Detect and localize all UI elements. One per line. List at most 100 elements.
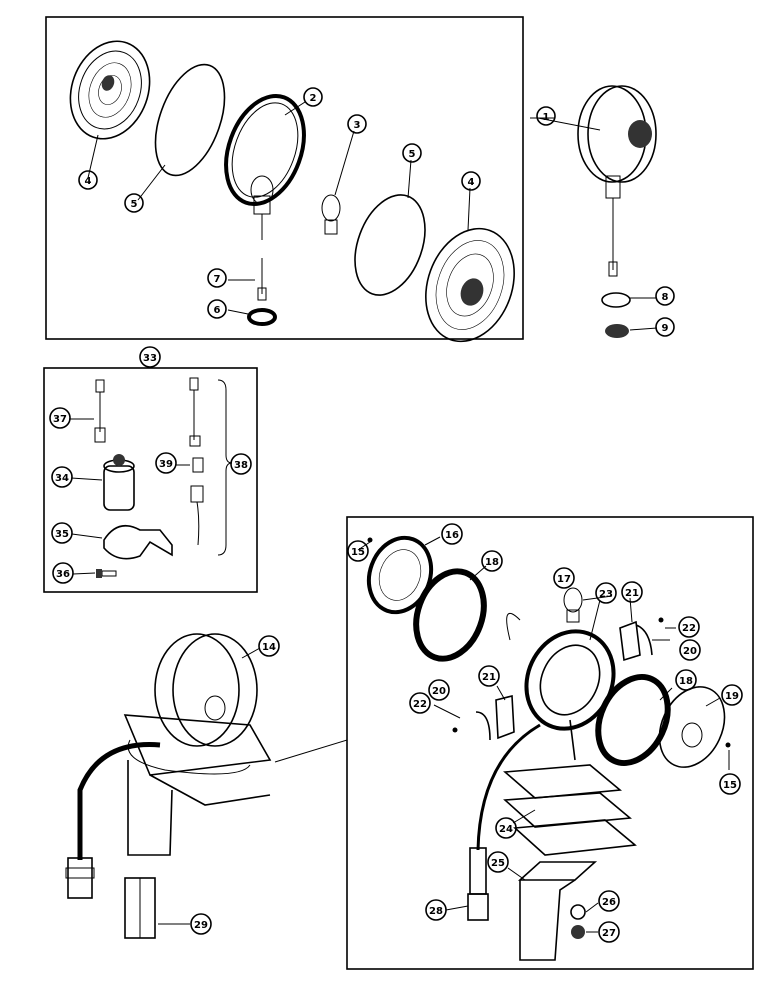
callout-38: 38 <box>230 453 252 475</box>
top-assembly-panel <box>45 16 524 343</box>
top-assembly-frame <box>45 16 524 340</box>
lamp-housing <box>224 93 306 240</box>
callout-20-left: 20 <box>428 679 450 701</box>
gasket-left <box>154 63 226 177</box>
washer <box>570 904 586 920</box>
exploded-lamp-panel <box>346 516 754 970</box>
lamp-body <box>506 612 616 761</box>
front-gasket <box>595 674 671 766</box>
callout-8: 8 <box>655 286 675 306</box>
front-lens <box>658 686 726 768</box>
svg-text:8: 8 <box>662 292 669 303</box>
callout-21-right: 21 <box>621 581 643 603</box>
suppressor-lead <box>189 377 204 546</box>
gasket-right <box>354 194 426 296</box>
svg-text:4: 4 <box>85 176 92 187</box>
svg-text:26: 26 <box>602 897 616 908</box>
callout-20-right: 20 <box>679 639 701 661</box>
svg-text:18: 18 <box>485 557 499 568</box>
clip-upper <box>619 620 653 662</box>
wiring-kit-frame <box>43 367 258 593</box>
callout-27: 27 <box>598 921 620 943</box>
callout-23: 23 <box>595 582 617 604</box>
lens-right <box>425 227 515 343</box>
condenser <box>103 454 135 511</box>
mounting-clamp <box>103 524 173 560</box>
callout-4-left: 4 <box>78 170 98 190</box>
svg-text:16: 16 <box>445 530 459 541</box>
group-bracket <box>217 379 233 556</box>
svg-text:5: 5 <box>409 149 416 160</box>
lead-wire <box>467 723 541 921</box>
wiring-kit-panel <box>43 367 258 593</box>
svg-text:5: 5 <box>131 199 138 210</box>
clip-lower <box>475 694 515 741</box>
callout-9: 9 <box>655 317 675 337</box>
svg-text:15: 15 <box>723 780 737 791</box>
callout-21-left: 21 <box>478 665 500 687</box>
mounted-lamp-illustration <box>65 633 272 939</box>
svg-text:15: 15 <box>351 547 365 558</box>
svg-text:20: 20 <box>683 646 697 657</box>
callout-18-top: 18 <box>481 550 503 572</box>
svg-text:27: 27 <box>602 928 616 939</box>
callout-4-right: 4 <box>461 171 481 191</box>
screw <box>96 569 117 578</box>
callout-22-left: 22 <box>409 692 431 714</box>
svg-text:18: 18 <box>679 676 693 687</box>
rear-gasket <box>413 568 487 662</box>
leader-lines <box>69 101 730 933</box>
connector-wire <box>257 258 267 301</box>
callout-1: 1 <box>536 106 556 126</box>
callout-15-top: 15 <box>347 540 369 562</box>
svg-text:1: 1 <box>543 112 550 123</box>
svg-text:19: 19 <box>725 691 739 702</box>
svg-text:14: 14 <box>262 642 276 653</box>
svg-text:25: 25 <box>491 858 505 869</box>
svg-text:21: 21 <box>482 672 496 683</box>
bracket-plates <box>503 764 637 856</box>
callout-3: 3 <box>347 114 367 134</box>
nut <box>571 925 585 939</box>
callout-18-mid: 18 <box>675 669 697 691</box>
callout-37: 37 <box>49 407 71 429</box>
callout-6: 6 <box>207 299 227 319</box>
callout-35: 35 <box>51 522 73 544</box>
callout-19: 19 <box>721 684 743 706</box>
lock-washer <box>601 292 631 308</box>
mounting-bracket <box>517 861 598 961</box>
callout-25: 25 <box>487 851 509 873</box>
svg-text:6: 6 <box>214 305 221 316</box>
detail-pointer <box>274 739 348 770</box>
svg-text:21: 21 <box>625 588 639 599</box>
lens-left <box>69 40 151 140</box>
svg-text:39: 39 <box>159 459 173 470</box>
callout-7: 7 <box>207 268 227 288</box>
svg-text:34: 34 <box>55 473 69 484</box>
callout-16: 16 <box>441 523 463 545</box>
svg-text:24: 24 <box>499 824 513 835</box>
callout-5-left: 5 <box>124 193 144 213</box>
svg-text:7: 7 <box>214 274 221 285</box>
callout-15-bottom: 15 <box>719 773 741 795</box>
callout-14: 14 <box>258 635 280 657</box>
exploded-lamp-frame <box>346 516 754 970</box>
svg-text:22: 22 <box>413 699 427 710</box>
callout-39: 39 <box>155 452 177 474</box>
svg-text:4: 4 <box>468 177 475 188</box>
callout-29: 29 <box>190 913 212 935</box>
svg-text:35: 35 <box>55 529 69 540</box>
callout-22-right: 22 <box>678 616 700 638</box>
svg-text:33: 33 <box>143 353 157 364</box>
svg-text:9: 9 <box>662 323 669 334</box>
callout-36: 36 <box>52 562 74 584</box>
grommet <box>247 308 277 326</box>
svg-text:22: 22 <box>682 623 696 634</box>
callout-34: 34 <box>51 466 73 488</box>
callout-17: 17 <box>553 567 575 589</box>
svg-text:28: 28 <box>429 906 443 917</box>
svg-text:38: 38 <box>234 460 248 471</box>
callout-28: 28 <box>425 899 447 921</box>
wire-lead <box>94 379 106 443</box>
